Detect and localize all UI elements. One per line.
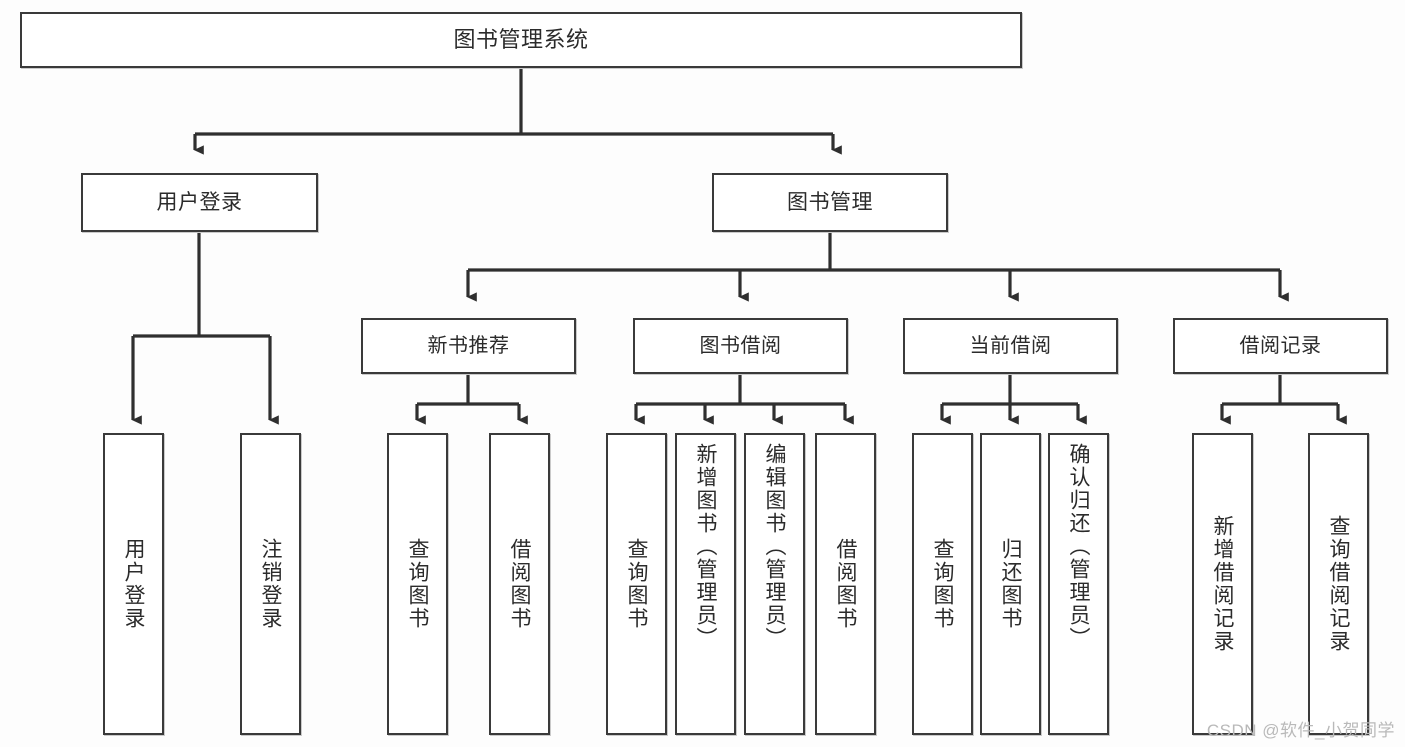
node-leaf-confirm-return-label: 确认归还（管理员） bbox=[1067, 443, 1090, 650]
node-book-borrow-label: 图书借阅 bbox=[699, 334, 782, 357]
node-leaf-confirm-return[interactable]: 确认归还（管理员） bbox=[1048, 433, 1109, 735]
node-leaf-return-book[interactable]: 归还图书 bbox=[980, 433, 1041, 735]
node-leaf-query-book-1[interactable]: 查询图书 bbox=[387, 433, 448, 735]
node-current-borrow-label: 当前借阅 bbox=[969, 334, 1052, 357]
node-leaf-add-book[interactable]: 新增图书（管理员） bbox=[675, 433, 736, 735]
node-leaf-logout-login-label: 注销登录 bbox=[259, 538, 282, 630]
node-book-borrow[interactable]: 图书借阅 bbox=[633, 318, 848, 374]
node-leaf-query-book-2-label: 查询图书 bbox=[625, 538, 648, 630]
node-leaf-query-book-2[interactable]: 查询图书 bbox=[606, 433, 667, 735]
node-leaf-edit-book[interactable]: 编辑图书（管理员） bbox=[744, 433, 805, 735]
node-current-borrow[interactable]: 当前借阅 bbox=[903, 318, 1118, 374]
node-user-login[interactable]: 用户登录 bbox=[81, 173, 318, 232]
node-book-manage[interactable]: 图书管理 bbox=[712, 173, 948, 232]
node-new-book-recommend[interactable]: 新书推荐 bbox=[361, 318, 576, 374]
node-borrow-record-label: 借阅记录 bbox=[1239, 334, 1322, 357]
node-leaf-borrow-book-1-label: 借阅图书 bbox=[508, 538, 531, 630]
node-leaf-return-book-label: 归还图书 bbox=[999, 538, 1022, 630]
node-leaf-query-record-label: 查询借阅记录 bbox=[1327, 515, 1350, 653]
node-leaf-query-book-3-label: 查询图书 bbox=[931, 538, 954, 630]
node-leaf-query-book-1-label: 查询图书 bbox=[406, 538, 429, 630]
node-root-label: 图书管理系统 bbox=[453, 26, 589, 52]
node-leaf-logout-login[interactable]: 注销登录 bbox=[240, 433, 301, 735]
node-leaf-add-book-label: 新增图书（管理员） bbox=[694, 443, 717, 650]
node-leaf-add-record[interactable]: 新增借阅记录 bbox=[1192, 433, 1253, 735]
node-leaf-borrow-book-2[interactable]: 借阅图书 bbox=[815, 433, 876, 735]
node-leaf-query-book-3[interactable]: 查询图书 bbox=[912, 433, 973, 735]
node-leaf-add-record-label: 新增借阅记录 bbox=[1211, 515, 1234, 653]
node-leaf-borrow-book-1[interactable]: 借阅图书 bbox=[489, 433, 550, 735]
node-new-book-recommend-label: 新书推荐 bbox=[427, 334, 510, 357]
node-leaf-borrow-book-2-label: 借阅图书 bbox=[834, 538, 857, 630]
node-leaf-user-login[interactable]: 用户登录 bbox=[103, 433, 164, 735]
node-book-manage-label: 图书管理 bbox=[787, 190, 873, 214]
node-user-login-label: 用户登录 bbox=[156, 190, 243, 214]
watermark: CSDN @软件_小贺同学 bbox=[1206, 721, 1395, 740]
node-borrow-record[interactable]: 借阅记录 bbox=[1173, 318, 1388, 374]
node-leaf-user-login-label: 用户登录 bbox=[122, 538, 145, 630]
node-leaf-edit-book-label: 编辑图书（管理员） bbox=[763, 443, 786, 650]
node-root[interactable]: 图书管理系统 bbox=[20, 12, 1022, 68]
node-leaf-query-record[interactable]: 查询借阅记录 bbox=[1308, 433, 1369, 735]
